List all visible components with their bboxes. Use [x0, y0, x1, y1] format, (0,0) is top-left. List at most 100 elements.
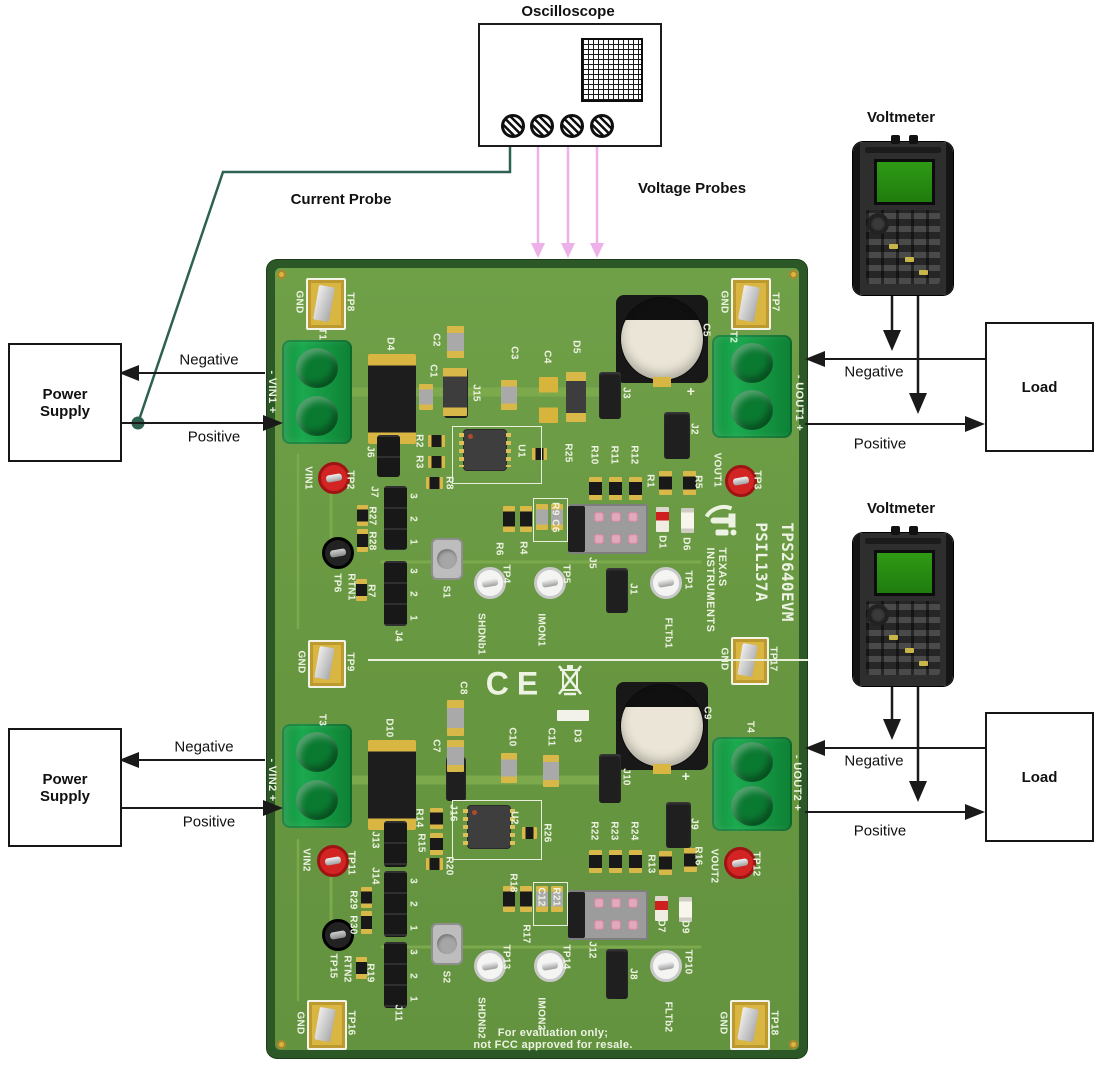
voltmeter-dpad [870, 607, 886, 623]
silkscreen-r28: R28 [366, 531, 378, 551]
mount-hole [789, 1040, 798, 1049]
power-supply-1: Power Supply [8, 343, 122, 462]
arrowhead-load1-negative [805, 351, 825, 367]
power-supply-2: Power Supply [8, 728, 122, 847]
silkscreen-j2: J2 [688, 423, 700, 435]
silkscreen--: + [681, 768, 691, 784]
silkscreen-u2: U2 [508, 811, 520, 825]
wire-label-positive: Positive [187, 428, 241, 446]
gnd-label-TP7: GND [718, 290, 730, 314]
silkscreen-u1: U1 [515, 444, 527, 458]
silkscreen-j10: J10 [620, 768, 632, 786]
connector-pin [628, 920, 638, 930]
wire-label-positive: Positive [853, 435, 907, 453]
gnd-label-TP8: GND [293, 290, 305, 314]
voltage-probes-label: Voltage Probes [637, 180, 747, 197]
terminal-screw [731, 742, 773, 783]
button-S1 [431, 538, 463, 580]
diode-D10 [368, 740, 416, 830]
pad-pin [737, 1006, 759, 1042]
testpoint-ref-TP1: TP1 [682, 570, 694, 590]
testpoint-bar [325, 473, 343, 483]
component-C3 [501, 380, 517, 410]
silkscreen-r16: R16 [692, 846, 704, 866]
wire-label-negative: Negative [174, 738, 234, 756]
testpoint-ref-TP12: TP12 [750, 851, 762, 877]
oscilloscope-screen-grid [581, 38, 643, 102]
component-D5 [566, 372, 586, 422]
header-J6 [377, 435, 400, 477]
component-R8 [426, 477, 443, 489]
pad-pin [313, 284, 335, 322]
voltmeter-1 [853, 135, 953, 295]
connector-J12 [568, 890, 648, 940]
silkscreen-c11: C11 [545, 727, 557, 747]
terminal-T1 [282, 340, 352, 444]
silkscreen-c12: C12 [535, 887, 547, 907]
silkscreen-j8: J8 [627, 968, 639, 980]
bnc-connector-1 [501, 114, 525, 138]
testpoint-ref-TP7: TP7 [769, 292, 781, 312]
silkscreen-outline [533, 882, 568, 926]
silkscreen-r29: R29 [347, 890, 359, 910]
component-R17 [520, 886, 532, 912]
ic-pins [459, 433, 464, 467]
load-2: Load [985, 712, 1094, 842]
silkscreen-not-fcc-approved-for-resale-: not FCC approved for resale. [473, 1039, 633, 1051]
silkscreen-c9: C9 [701, 706, 713, 720]
gnd-pad-TP18 [730, 1000, 770, 1050]
testpoint-ref-TP16: TP16 [345, 1010, 357, 1036]
component-R1 [659, 471, 672, 495]
component-C7 [447, 740, 464, 772]
component-R16 [684, 848, 697, 872]
voltmeter-key [919, 270, 928, 275]
silkscreen-d5: D5 [570, 340, 582, 354]
component-R12 [629, 477, 642, 500]
component-R13 [659, 851, 672, 875]
connector-side [568, 892, 585, 938]
voltmeter-key [889, 244, 898, 249]
voltmeter-top-strip [865, 147, 941, 153]
silkscreen-d6: D6 [680, 537, 692, 551]
voltmeter-2 [853, 526, 953, 686]
component-R6 [503, 506, 515, 532]
testpoint-bar [732, 476, 750, 486]
signal-label-VIN2: VIN2 [300, 848, 312, 872]
component-C8 [447, 700, 464, 736]
silkscreen-r7: R7 [365, 584, 377, 598]
gnd-label-TP16: GND [294, 1011, 306, 1035]
silkscreen-r23: R23 [608, 821, 620, 841]
signal-label-VOUT1: VOUT1 [711, 452, 723, 488]
component-C10 [501, 753, 517, 783]
signal-label-SHDNb1: SHDNb1 [475, 613, 487, 655]
silkscreen-r30: R30 [347, 915, 359, 935]
silkscreen-r27: R27 [366, 506, 378, 526]
connector-pin [611, 898, 621, 908]
jumper-J10 [599, 754, 621, 803]
silkscreen-c1: C1 [427, 364, 439, 378]
testpoint-ref-TP11: TP11 [345, 850, 357, 876]
testpoint-ref-TP4: TP4 [500, 564, 512, 584]
testpoint-TP15 [322, 919, 354, 951]
silkscreen-outline [452, 426, 542, 484]
capacitor-can [621, 685, 703, 767]
testpoint-bar [657, 578, 675, 588]
header-J13 [384, 821, 407, 867]
voltmeter-display [874, 550, 935, 596]
silkscreen-d9: D9 [679, 920, 691, 934]
arrowhead-voltage-probe-3 [590, 243, 604, 258]
connector-pin [594, 512, 604, 522]
header-J11 [384, 942, 407, 1008]
connector-pin [628, 512, 638, 522]
pin1-dot [468, 434, 473, 439]
silkscreen-r5: R5 [692, 475, 704, 489]
mount-hole [277, 270, 286, 279]
header-J7 [384, 486, 407, 550]
terminal-T3 [282, 724, 352, 828]
testpoint-TP11 [317, 845, 349, 877]
component-R18 [503, 886, 515, 912]
testpoint-bar [481, 961, 499, 971]
component-C1 [443, 368, 467, 416]
testpoint-bar [481, 578, 499, 588]
